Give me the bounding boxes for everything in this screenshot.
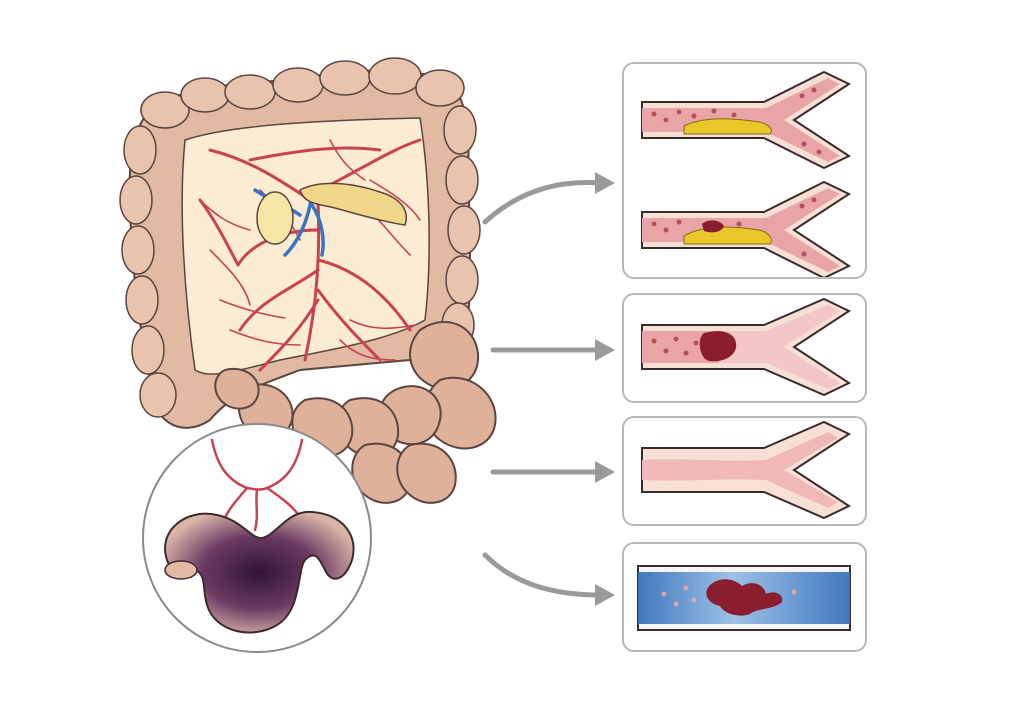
- small-bowel-icon: [214, 320, 497, 504]
- blood-vessel-icon: [641, 420, 852, 520]
- panel-thrombus: [622, 293, 867, 403]
- blood-vessel-icon: [637, 565, 851, 631]
- ischemic-loop-icon: [164, 510, 355, 634]
- mesentery: [181, 117, 430, 375]
- panel-venous: [622, 542, 867, 652]
- clot-icon: [699, 331, 737, 362]
- blood-vessel-icon: [641, 297, 852, 397]
- duodenum: [256, 191, 294, 245]
- panel-embolic: [622, 62, 867, 280]
- pancreas: [299, 182, 407, 226]
- clot-icon: [702, 220, 724, 233]
- blood-vessel-icon: [641, 70, 852, 280]
- clot-icon: [706, 579, 783, 616]
- bowel-lumen: [164, 560, 198, 580]
- ischemic-bowel-inset: [142, 423, 372, 653]
- panel-narrowing: [622, 416, 867, 526]
- plaque-icon: [683, 118, 772, 135]
